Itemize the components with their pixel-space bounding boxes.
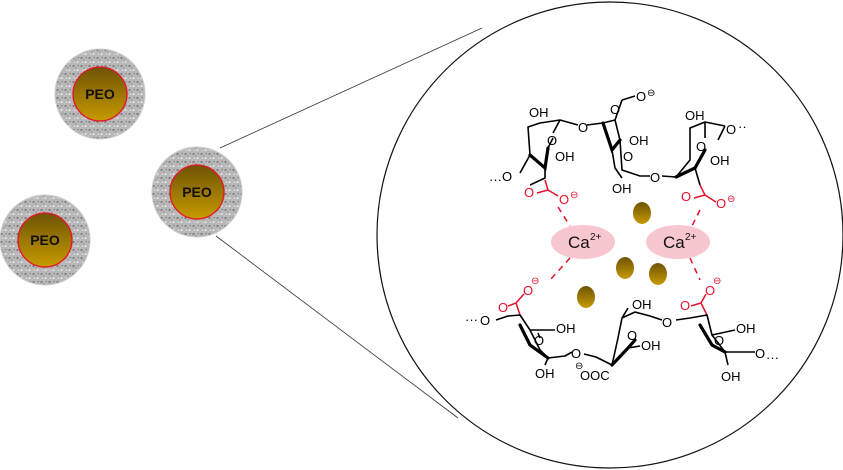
carboxyl-oxygen-label: O (680, 298, 690, 313)
glycosidic-oxygen-label: O (571, 346, 581, 361)
hydroxyl-label: OH (632, 297, 652, 312)
ring-oxygen-label: O (714, 333, 724, 348)
hydroxyl-label: OH (641, 338, 661, 353)
carboxyl-oxygen-label: O (498, 300, 508, 315)
negative-charge-icon: ⊖ (570, 190, 578, 201)
anion-oxygen-label: O (716, 196, 726, 211)
top-alginate-chain: ··· OH O O OH O O O ⊖ OH O OH O OH O ·· … (489, 88, 747, 196)
negative-charge-icon: ⊖ (727, 194, 735, 205)
top-carboxylates: O O ⊖ O O ⊖ (524, 179, 735, 211)
anion-oxygen-label: O (559, 192, 569, 207)
peo-droplet (577, 286, 595, 308)
anion-oxygen-label: O (523, 283, 533, 298)
calcium-ion-right: Ca 2+ (646, 225, 710, 259)
hydroxyl-label: OH (529, 105, 549, 120)
calcium-ion-left: Ca 2+ (551, 225, 615, 259)
ring-oxygen-label: O (547, 133, 557, 148)
ring-oxygen-label: O (627, 328, 637, 343)
particle-core-label: PEO (85, 86, 115, 102)
glycosidic-oxygen-label: O (755, 346, 765, 361)
hydroxyl-label: OH (556, 321, 576, 336)
peo-droplet (649, 263, 667, 285)
anion-oxygen-label: O (636, 89, 646, 104)
hydroxyl-label: OH (535, 366, 555, 381)
zoom-line-top (219, 27, 483, 149)
particle-core-label: PEO (182, 184, 212, 200)
particle-3: PEO (0, 194, 91, 286)
negative-charge-icon: ⊖ (531, 276, 539, 287)
calcium-symbol: Ca (663, 233, 685, 252)
particle-core-label: PEO (30, 232, 60, 248)
hydroxyl-label: OH (721, 369, 741, 384)
particle-1: PEO (54, 48, 146, 140)
glycosidic-oxygen-label: O (480, 313, 490, 328)
carboxyl-oxygen-label: O (524, 185, 534, 200)
chain-end-dots: ··· (489, 172, 502, 187)
peo-droplet (633, 202, 651, 224)
ionic-crosslinks (549, 206, 701, 281)
negative-charge-icon: ⊖ (713, 276, 721, 287)
hydroxyl-label: OH (612, 181, 632, 196)
hydroxyl-label: OH (685, 108, 705, 123)
carboxylate-label: OOC (580, 368, 610, 383)
glycosidic-oxygen-label: O (502, 169, 512, 184)
negative-charge-icon: ⊖ (575, 361, 583, 372)
calcium-charge: 2+ (685, 232, 697, 243)
anion-oxygen-label: O (705, 283, 715, 298)
ring-oxygen-label: O (696, 139, 706, 154)
bottom-carboxylates: O ⊖ O O ⊖ O (498, 276, 721, 316)
glycosidic-oxygen-label: O (650, 170, 660, 185)
chain-end-dots: ··· (766, 350, 779, 365)
hydroxyl-label: OH (710, 153, 730, 168)
calcium-charge: 2+ (590, 232, 602, 243)
glycosidic-oxygen-label: O (662, 315, 672, 330)
negative-charge-icon: ⊖ (647, 88, 655, 99)
peo-droplet (616, 257, 634, 279)
glycosidic-oxygen-label: O (578, 120, 588, 135)
hydroxyl-label: OH (629, 133, 649, 148)
particle-2: PEO (151, 146, 243, 238)
calcium-symbol: Ca (568, 233, 590, 252)
carboxyl-oxygen-label: O (681, 189, 691, 204)
ring-oxygen-label: O (534, 333, 544, 348)
hydroxyl-label: OH (555, 149, 575, 164)
hydroxyl-label: OH (736, 321, 756, 336)
peo-droplets (577, 202, 667, 308)
ring-oxygen-label: O (623, 149, 633, 164)
chain-end-dots: ··· (465, 312, 478, 327)
glycosidic-oxygen-label: O (726, 122, 736, 137)
chain-end-dots: ·· (738, 119, 747, 134)
carboxyl-oxygen-label: O (610, 102, 620, 117)
bottom-alginate-chain: ··· O OH O O OH ⊖ OOC OH O OH O OH O O ·… (465, 297, 779, 384)
zoom-line-bottom (215, 235, 459, 419)
